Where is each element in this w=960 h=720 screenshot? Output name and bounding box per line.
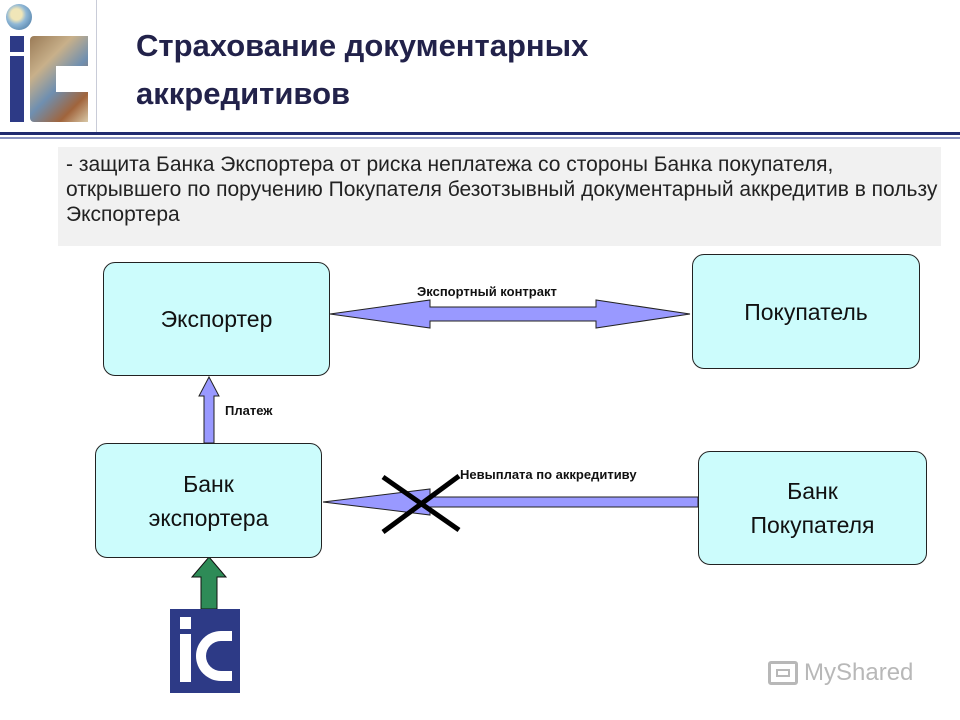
- buyer-label: Покупатель: [744, 298, 868, 325]
- description-text: - защита Банка Экспортера от риска непла…: [58, 147, 941, 246]
- buyer-bank-label-line-2: Покупателя: [750, 512, 875, 538]
- slide-title: Страхование документарных аккредитивов: [136, 22, 836, 118]
- ic-logo-dot: [180, 617, 191, 629]
- insurer-arrow: [190, 556, 228, 610]
- header-rule-thin: [0, 137, 960, 139]
- contract-arrow: [329, 299, 691, 329]
- watermark: MyShared: [768, 659, 913, 687]
- insurer-ic-logo: [170, 609, 240, 693]
- exporter-bank-label-line-1: Банк: [183, 470, 234, 497]
- logo-i-stem: [10, 56, 24, 122]
- globe-icon: [6, 4, 32, 30]
- exporter-label: Экспортер: [160, 306, 273, 332]
- header-rule: [0, 132, 960, 135]
- contract-edge-label: Экспортный контракт: [417, 284, 557, 299]
- exporter-node: Экспортер: [103, 262, 330, 376]
- cross-line-2: [381, 473, 461, 535]
- watermark-text: MyShared: [804, 659, 914, 686]
- exporter-bank-node: Банк экспортера: [95, 443, 322, 558]
- corner-logo: [0, 0, 97, 132]
- nonpayment-edge-label: Невыплата по аккредитиву: [460, 467, 637, 482]
- buyer-bank-label-line-1: Банк: [787, 478, 838, 504]
- ic-logo-c: [196, 631, 232, 681]
- logo-c-photo-collage: [30, 36, 88, 122]
- payment-edge-label: Платеж: [225, 403, 273, 418]
- payment-arrow: [198, 375, 220, 444]
- nonpayment-arrow: [322, 488, 699, 516]
- projector-icon: [768, 661, 798, 685]
- logo-i-dot: [10, 36, 24, 52]
- buyer-node: Покупатель: [692, 254, 920, 369]
- title-line-1: Страхование документарных: [136, 28, 589, 63]
- title-line-2: аккредитивов: [136, 76, 351, 111]
- buyer-bank-node: Банк Покупателя: [698, 451, 927, 565]
- ic-logo-i: [180, 634, 191, 682]
- exporter-bank-label-line-2: экспортера: [148, 504, 269, 531]
